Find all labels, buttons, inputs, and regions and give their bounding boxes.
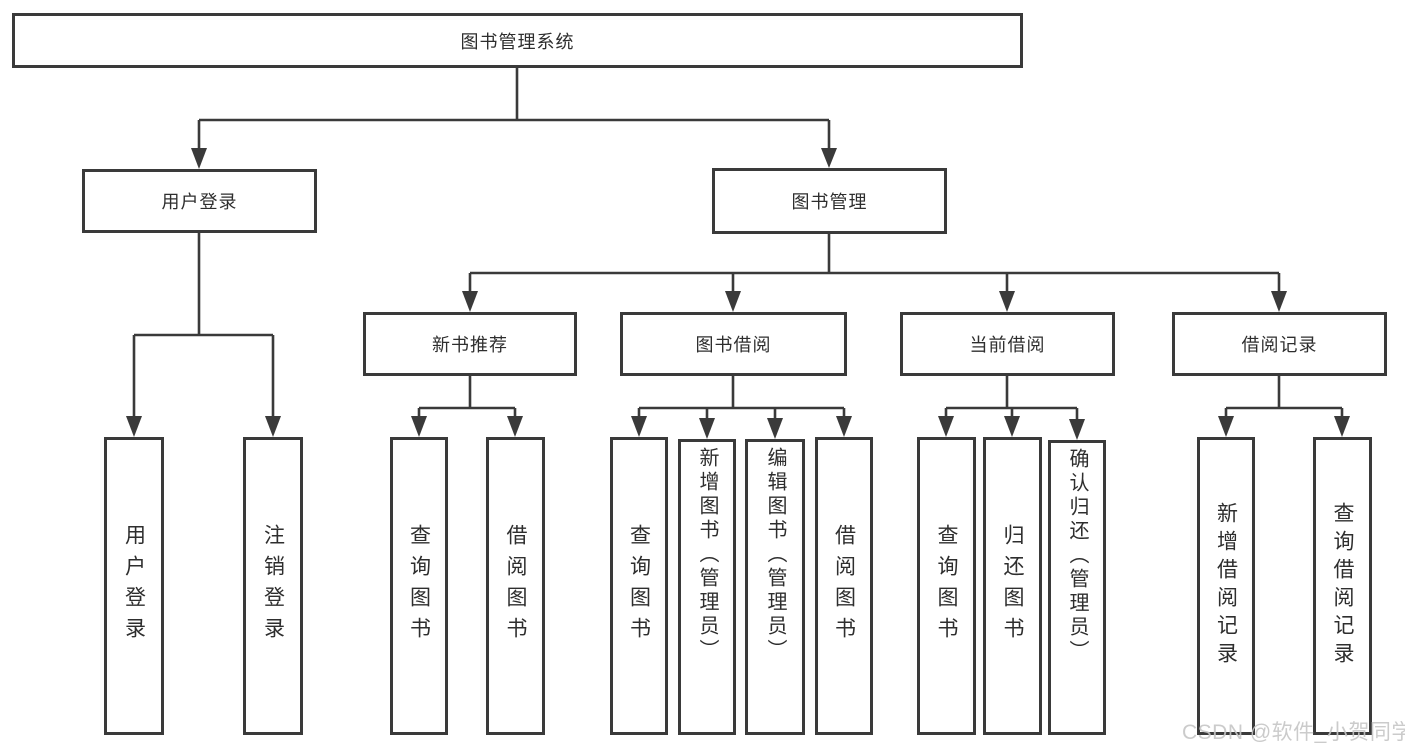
leaf-nbr-borrow: 借阅图书 bbox=[486, 437, 545, 735]
node-user-login: 用户登录 bbox=[82, 169, 317, 233]
node-root-label: 图书管理系统 bbox=[460, 31, 575, 52]
leaf-nbr-query: 查询图书 bbox=[390, 437, 448, 735]
leaf-br-add-label: 新增借阅记录 bbox=[1214, 502, 1238, 670]
csdn-watermark: CSDN @软件_小贺同学 bbox=[1182, 721, 1405, 744]
node-borrow-records: 借阅记录 bbox=[1172, 312, 1387, 376]
node-book-borrow: 图书借阅 bbox=[620, 312, 847, 376]
node-book-mgmt: 图书管理 bbox=[712, 168, 947, 234]
node-new-book-rec: 新书推荐 bbox=[363, 312, 577, 376]
leaf-logout-label: 注销登录 bbox=[261, 524, 285, 648]
leaf-bb-borrow-label: 借阅图书 bbox=[832, 524, 856, 648]
leaf-logout: 注销登录 bbox=[243, 437, 303, 735]
leaf-br-query-label: 查询借阅记录 bbox=[1331, 502, 1354, 670]
node-current-borrow-label: 当前借阅 bbox=[969, 335, 1046, 355]
leaf-cb-return: 归还图书 bbox=[983, 437, 1042, 735]
node-book-mgmt-label: 图书管理 bbox=[791, 192, 868, 212]
leaf-user-login: 用户登录 bbox=[104, 437, 164, 735]
leaf-br-query: 查询借阅记录 bbox=[1313, 437, 1372, 735]
leaf-bb-edit-label: 编辑图书（管理员） bbox=[764, 447, 786, 663]
node-current-borrow: 当前借阅 bbox=[900, 312, 1115, 376]
leaf-bb-add-label: 新增图书（管理员） bbox=[696, 447, 718, 663]
leaf-bb-add: 新增图书（管理员） bbox=[678, 439, 736, 735]
leaf-bb-query: 查询图书 bbox=[610, 437, 668, 735]
leaf-br-add: 新增借阅记录 bbox=[1197, 437, 1255, 735]
leaf-nbr-borrow-label: 借阅图书 bbox=[504, 524, 527, 648]
leaf-cb-confirm-label: 确认归还（管理员） bbox=[1066, 448, 1088, 664]
leaf-cb-return-label: 归还图书 bbox=[1001, 524, 1024, 648]
node-new-book-rec-label: 新书推荐 bbox=[432, 335, 508, 355]
node-root: 图书管理系统 bbox=[12, 13, 1023, 68]
leaf-bb-borrow: 借阅图书 bbox=[815, 437, 873, 735]
leaf-cb-query: 查询图书 bbox=[917, 437, 976, 735]
leaf-cb-query-label: 查询图书 bbox=[935, 524, 958, 648]
node-book-borrow-label: 图书借阅 bbox=[695, 335, 772, 355]
node-borrow-records-label: 借阅记录 bbox=[1241, 335, 1318, 355]
leaf-bb-query-label: 查询图书 bbox=[627, 524, 651, 648]
leaf-bb-edit: 编辑图书（管理员） bbox=[745, 439, 805, 735]
node-user-login-label: 用户登录 bbox=[161, 192, 238, 212]
leaf-nbr-query-label: 查询图书 bbox=[407, 524, 431, 648]
leaf-cb-confirm: 确认归还（管理员） bbox=[1048, 440, 1106, 735]
leaf-user-login-label: 用户登录 bbox=[122, 524, 146, 648]
